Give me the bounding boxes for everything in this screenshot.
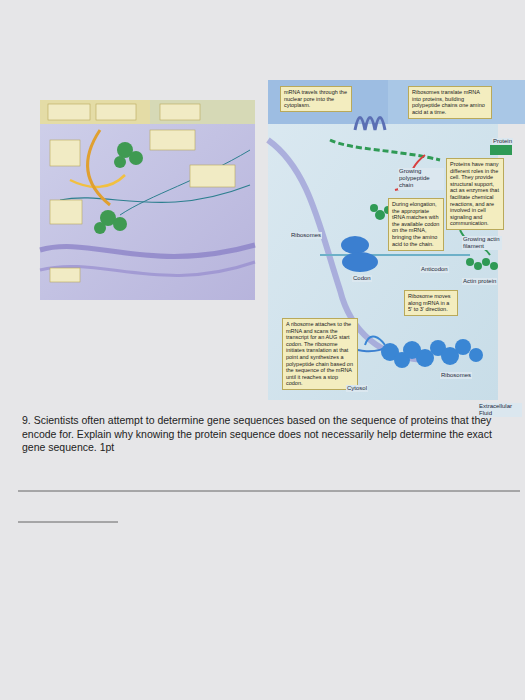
answer-line [18, 522, 118, 523]
ribosome-label: Ribosomes [290, 232, 322, 239]
right-panel [268, 80, 525, 400]
answer-line [18, 491, 520, 492]
callout-text: Ribosomes translate mRNA into proteins, … [412, 89, 488, 115]
ribosome-label: Ribosomes [440, 372, 472, 379]
callout-text: Proteins have many different roles in th… [450, 161, 500, 227]
protein-label: Protein [492, 138, 513, 145]
actin-label: Actin protein [462, 278, 497, 285]
anticodon-label: Anticodon [420, 266, 449, 273]
callout-box: A ribosome attaches to the mRNA and scan… [282, 318, 358, 390]
left-panel [40, 100, 255, 300]
callout-text: A ribosome attaches to the mRNA and scan… [286, 321, 354, 387]
callout-text: mRNA travels through the nuclear pore in… [284, 89, 348, 109]
callout-box: Proteins have many different roles in th… [446, 158, 504, 230]
callout-box: Ribosomes translate mRNA into proteins, … [408, 86, 492, 119]
chain-label: Growing polypeptide chain [398, 168, 444, 190]
actin-label: Growing actin filament [462, 236, 502, 250]
question-text: 9. Scientists often attempt to determine… [22, 414, 502, 455]
callout-box: mRNA travels through the nuclear pore in… [280, 86, 352, 112]
callout-text: Ribosome moves along mRNA in a 5' to 3' … [408, 293, 454, 313]
callout-text: During elongation, the appropriate tRNA … [392, 201, 440, 247]
callout-box: During elongation, the appropriate tRNA … [388, 198, 444, 251]
codon-label: Codon [352, 275, 372, 282]
region-label: Cytosol [346, 385, 368, 392]
callout-box: Ribosome moves along mRNA in a 5' to 3' … [404, 290, 458, 316]
